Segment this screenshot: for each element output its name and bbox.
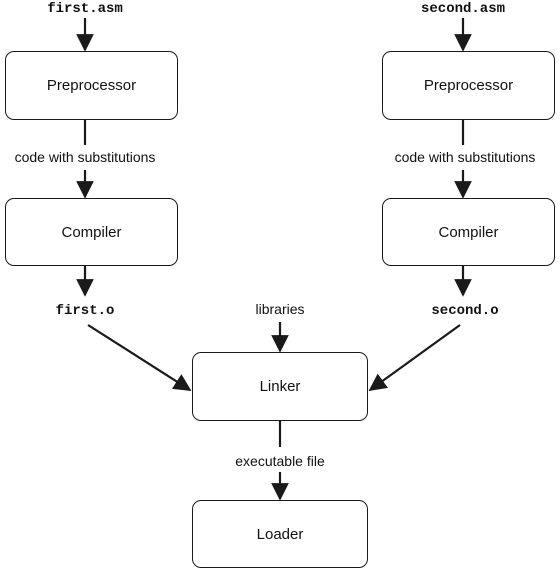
preprocessor-left-box: Preprocessor xyxy=(5,51,178,120)
compiler-right-box: Compiler xyxy=(382,198,555,266)
arrow-first-o-to-linker xyxy=(87,324,192,391)
substitutions-left-label: code with substitutions xyxy=(14,149,156,165)
arrow-second-o-to-linker xyxy=(368,324,461,392)
substitutions-right-label: code with substitutions xyxy=(394,149,536,165)
preprocessor-right-box: Preprocessor xyxy=(382,51,555,120)
second-asm-label: second.asm xyxy=(420,1,506,17)
libraries-label: libraries xyxy=(255,301,305,317)
second-o-label: second.o xyxy=(431,303,499,319)
executable-file-label: executable file xyxy=(235,453,325,469)
linker-box: Linker xyxy=(192,352,368,421)
first-asm-label: first.asm xyxy=(47,1,123,17)
compiler-left-box: Compiler xyxy=(5,198,178,266)
loader-box: Loader xyxy=(192,500,368,568)
first-o-label: first.o xyxy=(55,303,115,319)
